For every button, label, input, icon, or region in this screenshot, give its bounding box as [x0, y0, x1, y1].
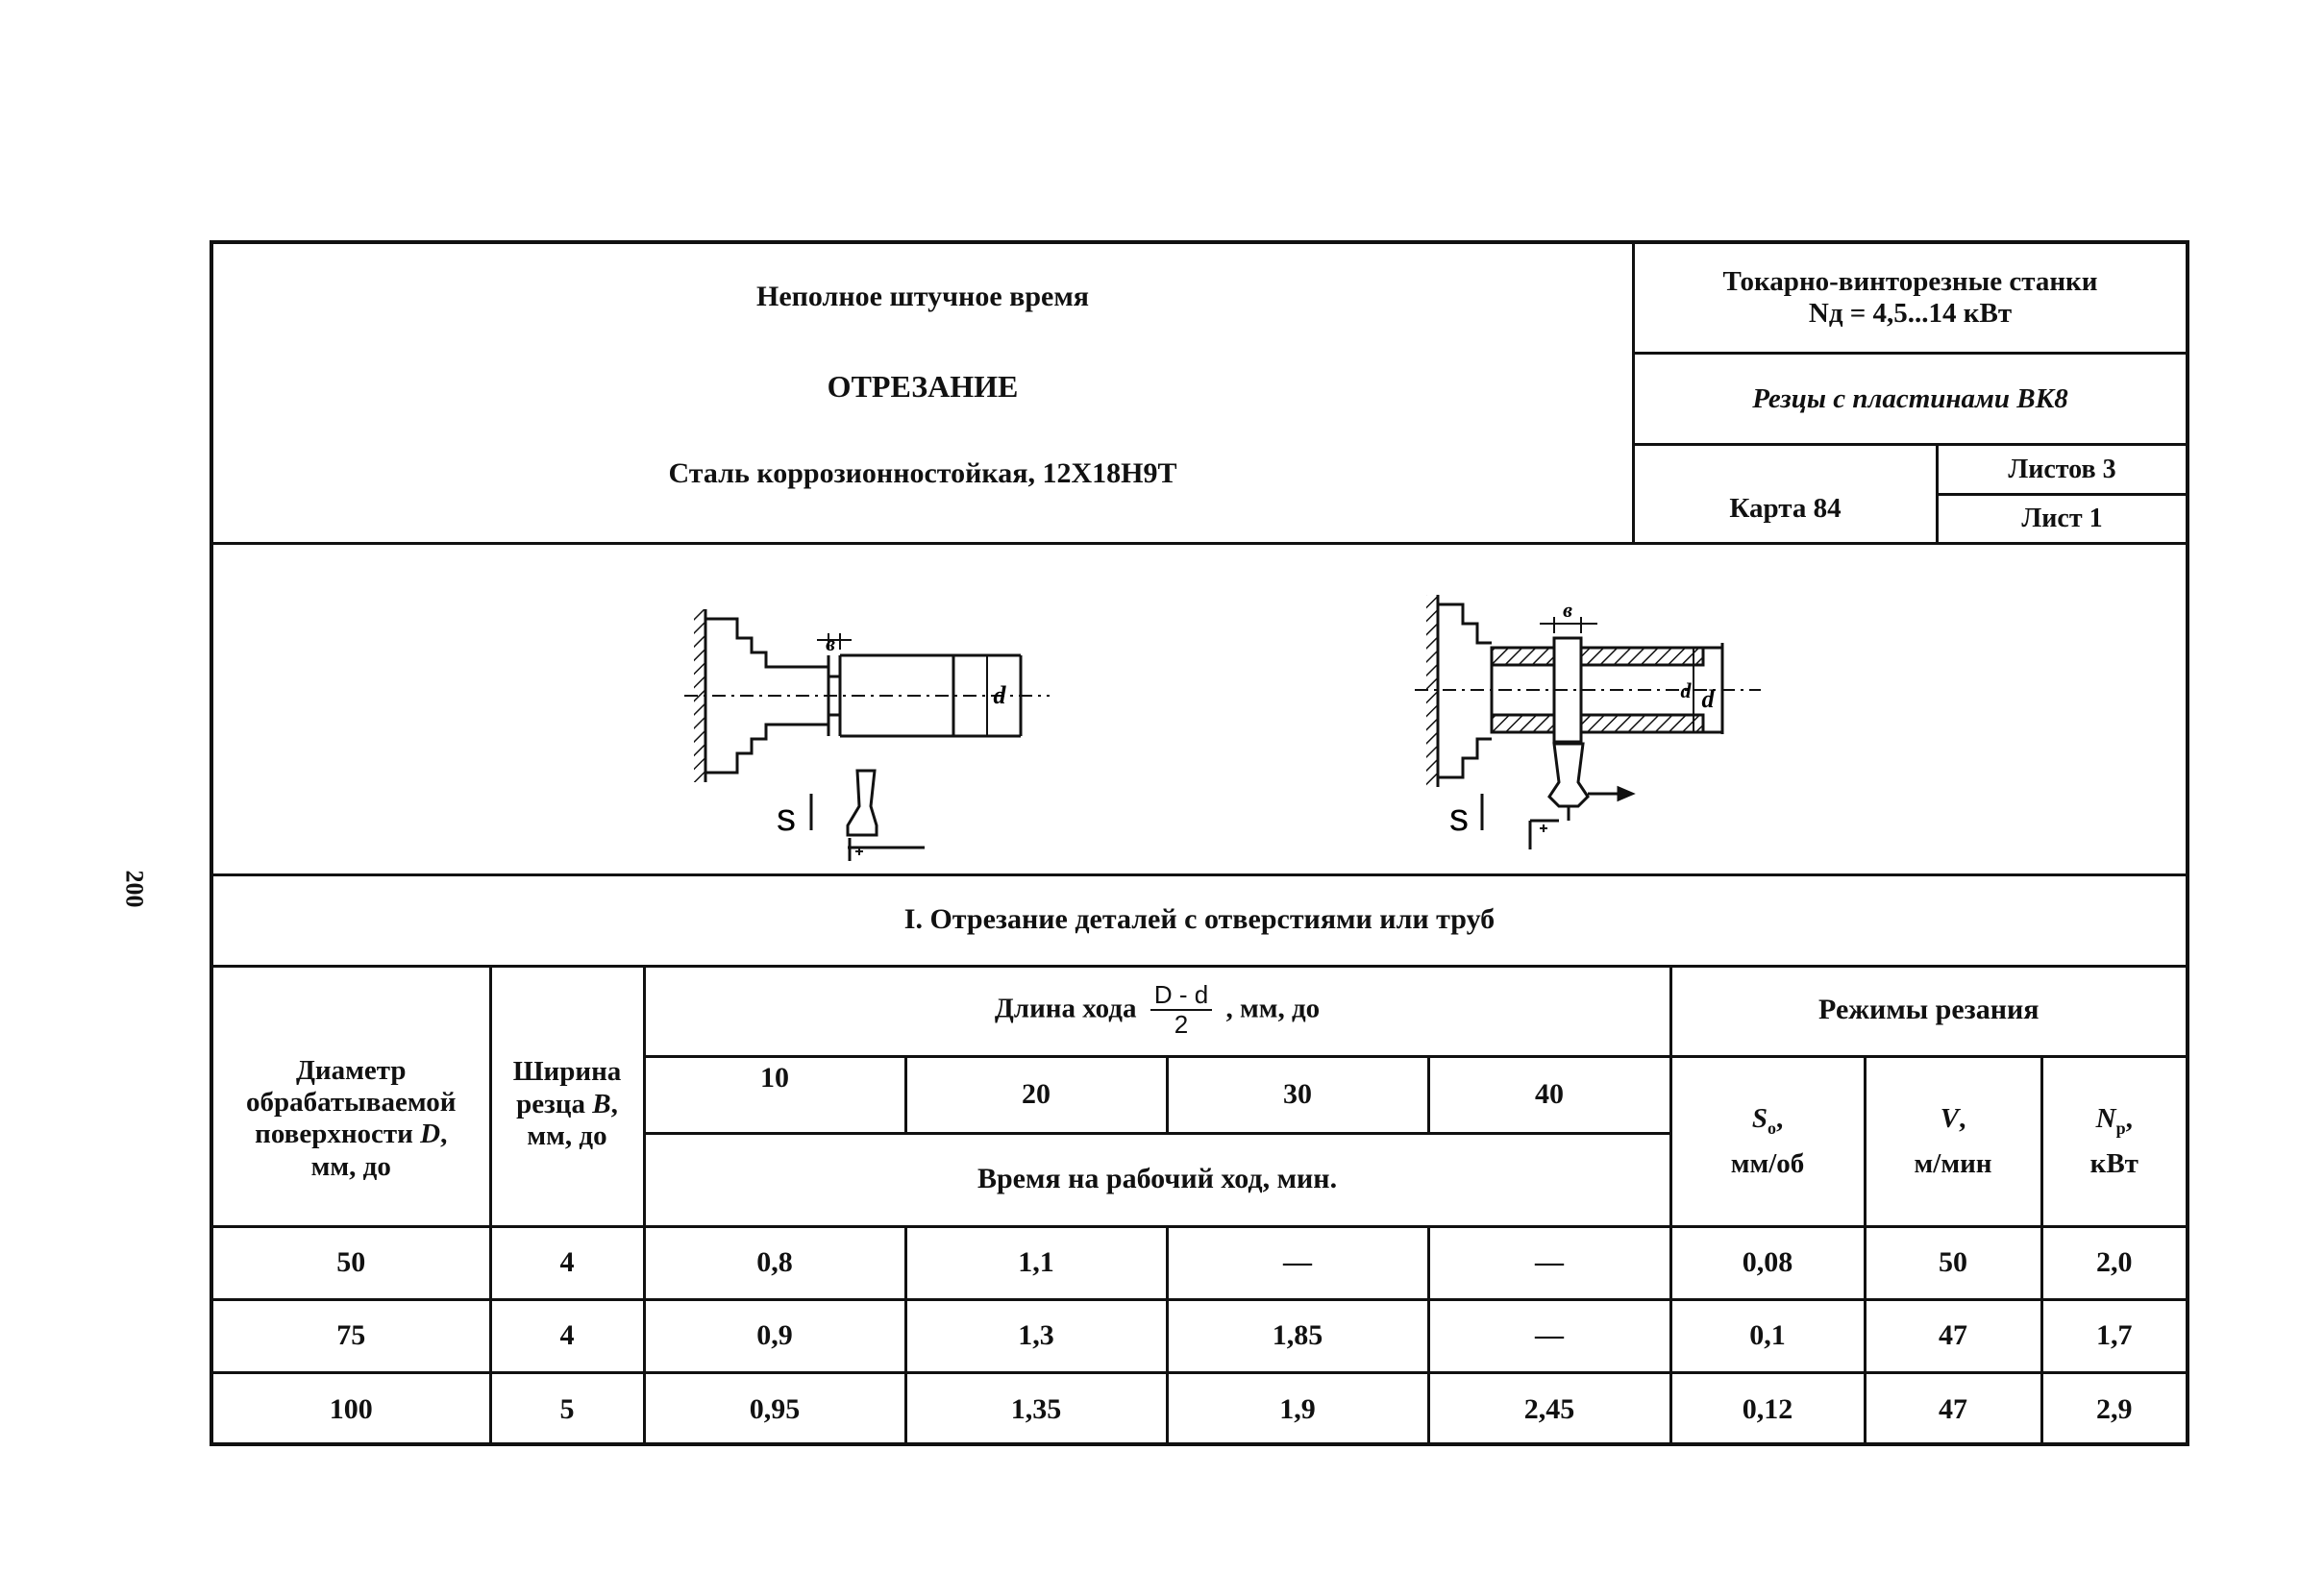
speed-unit: м/мин [1914, 1147, 1992, 1179]
cell-time-10: 0,95 [642, 1370, 907, 1445]
feed-symbol-letter: S [1751, 1102, 1768, 1134]
machine-type: Токарно-винторезные станки [1722, 265, 2098, 297]
stroke-prefix: Длина хода [994, 993, 1137, 1024]
cell-feed: 0,1 [1669, 1297, 1867, 1374]
tool-cell: Резцы с пластинами ВК8 [1635, 355, 2186, 446]
feed-unit: мм/об [1730, 1148, 1805, 1180]
diameter-symbol: D [420, 1119, 441, 1150]
header-diameter: Диаметр обрабатываемой поверхности D, мм… [213, 965, 492, 1228]
operation-title: ОТРЕЗАНИЕ [827, 369, 1019, 404]
cell-time-40: 2,45 [1426, 1370, 1672, 1445]
material-title: Сталь коррозионностойкая, 12Х18Н9Т [668, 457, 1177, 489]
cell-time-40: — [1426, 1224, 1672, 1301]
cell-time-20: 1,1 [903, 1224, 1169, 1301]
cell-power: 2,9 [2040, 1370, 2187, 1445]
table-row: 50 4 0,8 1,1 — — 0,08 50 2,0 [213, 1224, 2187, 1301]
stroke-value-10: 10 [644, 1054, 907, 1135]
stroke-value-20: 20 [903, 1054, 1169, 1135]
right-outer-diameter-label: d [1702, 685, 1716, 713]
header-feed: So, мм/об [1669, 1054, 1867, 1228]
sheets-total: Листов 3 [1939, 446, 2186, 496]
header-time-per-stroke: Время на рабочий ход, мин. [644, 1131, 1671, 1228]
cell-diameter: 75 [213, 1297, 492, 1374]
header-info-block: Токарно-винторезные станки Nд = 4,5...14… [1635, 244, 2186, 542]
cell-width: 4 [488, 1297, 646, 1374]
speed-symbol: V, [1940, 1103, 1966, 1135]
parting-diagrams: в s d [684, 595, 1761, 861]
cell-feed: 0,12 [1669, 1370, 1867, 1445]
operation-sketch: в s d [213, 542, 2186, 876]
tube-diagram [1415, 595, 1761, 849]
left-width-label: в [826, 631, 835, 655]
cell-speed: 47 [1863, 1370, 2043, 1445]
right-feed-label: s [1449, 797, 1469, 839]
header-power: Nр, кВт [2040, 1054, 2187, 1228]
cell-time-30: — [1165, 1224, 1430, 1301]
right-inner-diameter-label: d [1681, 678, 1693, 702]
cell-width: 5 [488, 1370, 646, 1445]
width-header-unit: мм, до [527, 1119, 607, 1151]
stroke-value-30: 30 [1165, 1054, 1430, 1135]
diameter-header-line1: Диаметр [295, 1054, 407, 1086]
cell-feed: 0,08 [1669, 1224, 1867, 1301]
norm-card: Неполное штучное время ОТРЕЗАНИЕ Сталь к… [210, 240, 2189, 1446]
width-header-text: резца [516, 1088, 593, 1119]
card-number: Карта 84 [1635, 446, 1939, 542]
cell-power: 1,7 [2040, 1297, 2187, 1374]
cell-time-10: 0,8 [642, 1224, 907, 1301]
section-title: I. Отрезание деталей с отверстиями или т… [213, 873, 2186, 968]
card-header: Неполное штучное время ОТРЕЗАНИЕ Сталь к… [213, 244, 2186, 545]
cell-time-20: 1,35 [903, 1370, 1169, 1445]
cell-power: 2,0 [2040, 1224, 2187, 1301]
speed-symbol-letter: V [1940, 1103, 1960, 1135]
width-header-line2: резца B, [492, 1089, 643, 1120]
machine-cell: Токарно-винторезные станки Nд = 4,5...14… [1635, 244, 2186, 355]
stroke-suffix: , мм, до [1225, 993, 1321, 1024]
diameter-header-line3: поверхности D, [213, 1119, 489, 1150]
diameter-header-unit: мм, до [310, 1150, 391, 1182]
header-cutting-modes: Режимы резания [1669, 965, 2187, 1058]
cell-speed: 50 [1863, 1224, 2043, 1301]
power-symbol: Nр, [2095, 1102, 2133, 1138]
header-width: Ширина резца B, мм, до [488, 965, 646, 1228]
cell-diameter: 100 [213, 1370, 492, 1445]
machine-power: Nд = 4,5...14 кВт [1808, 298, 2013, 329]
left-feed-label: s [777, 797, 796, 839]
header-title: Неполное штучное время [755, 281, 1090, 312]
width-header-comma: , [610, 1088, 618, 1119]
cell-diameter: 50 [213, 1224, 492, 1301]
cell-time-20: 1,3 [903, 1297, 1169, 1374]
norms-table: Диаметр обрабатываемой поверхности D, мм… [213, 965, 2187, 1445]
cell-speed: 47 [1863, 1297, 2043, 1374]
width-header-line1: Ширина [512, 1056, 622, 1088]
cell-time-30: 1,9 [1165, 1370, 1430, 1445]
power-symbol-letter: N [2095, 1102, 2116, 1134]
header-stroke-length: Длина хода D - d 2 , мм, до [642, 965, 1672, 1058]
feed-symbol: So, [1751, 1102, 1784, 1138]
diameter-header-comma: , [440, 1119, 448, 1150]
width-symbol: B [592, 1088, 611, 1119]
stroke-fraction-denominator: 2 [1174, 1009, 1189, 1039]
stroke-value-40: 40 [1426, 1054, 1672, 1135]
header-title-block: Неполное штучное время ОТРЕЗАНИЕ Сталь к… [213, 244, 1635, 542]
solid-bar-diagram [684, 609, 1050, 861]
cell-time-30: 1,85 [1165, 1297, 1430, 1374]
stroke-fraction-numerator: D - d [1150, 981, 1213, 1011]
diameter-header-text: поверхности [255, 1119, 421, 1150]
feed-symbol-sub: o [1767, 1118, 1776, 1138]
sheet-number: Лист 1 [2021, 504, 2103, 533]
power-symbol-sub: р [2115, 1118, 2126, 1138]
power-unit: кВт [2089, 1148, 2139, 1180]
table-row: 100 5 0,95 1,35 1,9 2,45 0,12 47 2,9 [213, 1370, 2187, 1445]
stroke-fraction: D - d 2 [1150, 981, 1213, 1039]
right-width-label: в [1563, 598, 1572, 622]
diameter-header-line2: обрабатываемой [246, 1086, 457, 1118]
cell-width: 4 [488, 1224, 646, 1301]
left-diameter-label: d [994, 681, 1007, 709]
cell-time-40: — [1426, 1297, 1672, 1374]
table-row: 75 4 0,9 1,3 1,85 — 0,1 47 1,7 [213, 1297, 2187, 1374]
page-number: 200 [120, 870, 149, 908]
cell-time-10: 0,9 [642, 1297, 907, 1374]
header-speed: V, м/мин [1863, 1054, 2043, 1228]
